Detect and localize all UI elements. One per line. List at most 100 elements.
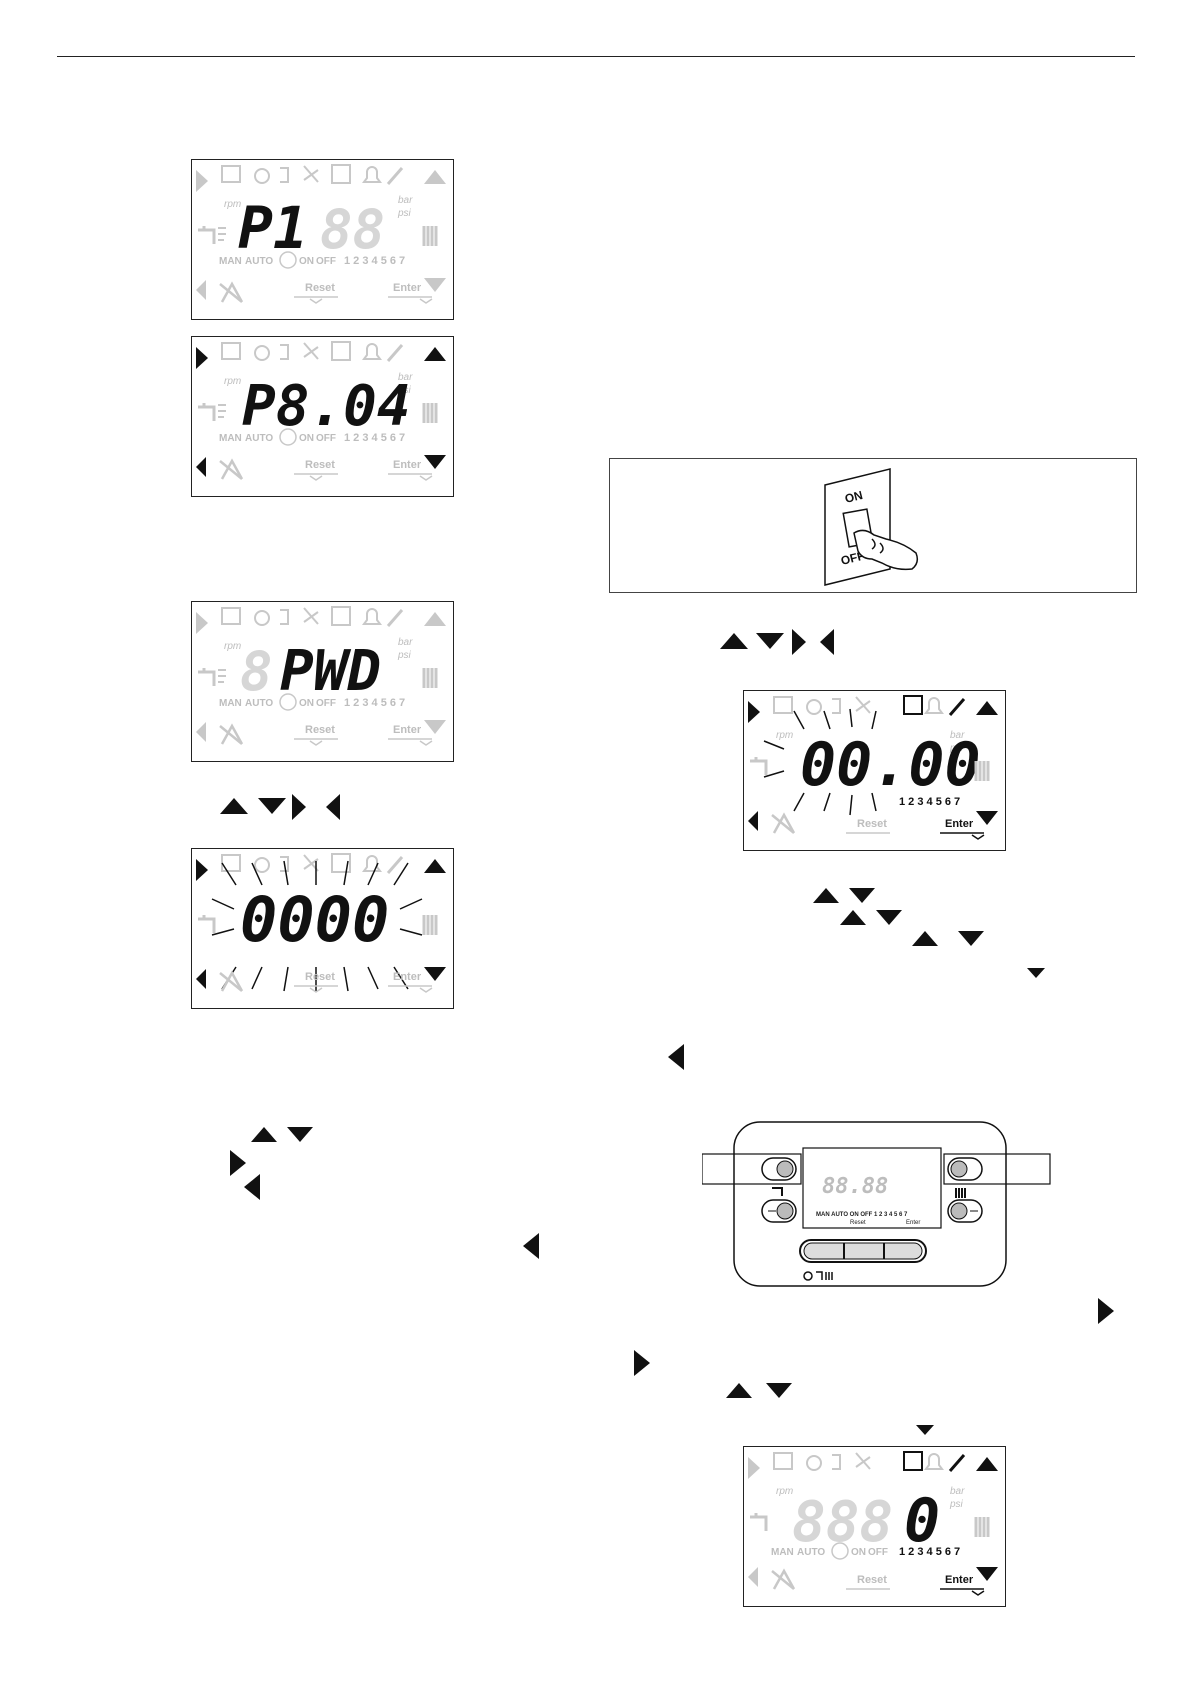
svg-text:MAN: MAN (219, 698, 242, 709)
svg-text:bar: bar (398, 195, 413, 206)
tap-icon (198, 668, 226, 686)
down-arrow-icon (424, 967, 446, 981)
svg-text:Reset: Reset (850, 1220, 866, 1226)
main-readout: 0 (904, 1486, 940, 1556)
svg-text:psi: psi (949, 1499, 964, 1510)
no-flame-icon (771, 812, 796, 834)
svg-text:rpm: rpm (776, 730, 793, 741)
main-readout: 00.00 (800, 730, 981, 800)
right-arrow-icon (292, 794, 306, 820)
lcd-display-pwd: rpm bar psi 8 PWD MAN AUTO ON OFF 1 2 3 … (191, 601, 454, 762)
left-arrow-inline (242, 1172, 262, 1202)
down-arrow-icon (424, 278, 446, 292)
svg-text:AUTO: AUTO (245, 256, 273, 267)
dhw-plus-button[interactable] (761, 1157, 797, 1181)
svg-text:AUTO: AUTO (245, 698, 273, 709)
up-arrow-icon (813, 888, 839, 903)
svg-text:ON: ON (299, 256, 314, 267)
left-arrow-icon (244, 1174, 260, 1200)
radiator-icon (422, 915, 438, 935)
svg-text:Enter: Enter (393, 459, 422, 471)
down-arrow-icon (916, 1425, 934, 1435)
main-readout: PWD (280, 639, 381, 704)
svg-text:psi: psi (397, 385, 412, 396)
radiator-icon (974, 1517, 990, 1537)
radiator-icon (422, 226, 438, 246)
radiator-icon (974, 761, 990, 781)
svg-text:Enter: Enter (393, 724, 422, 736)
svg-text:ON: ON (299, 698, 314, 709)
down-arrow-inline-right-2 (914, 1423, 936, 1437)
svg-text:MAN: MAN (219, 256, 242, 267)
navigation-arrows-group (220, 790, 350, 824)
tap-icon (772, 1187, 783, 1196)
up-down-arrows-inline-right-2 (840, 907, 906, 929)
up-arrow-icon (976, 701, 998, 715)
up-down-arrows-inline-right-4 (726, 1380, 796, 1402)
mode-icons (803, 1271, 833, 1281)
svg-text:MAN: MAN (771, 1547, 794, 1558)
down-arrow-icon (976, 1567, 998, 1581)
up-arrow-icon (251, 1127, 277, 1142)
radiator-icon (422, 403, 438, 423)
left-arrow-icon (820, 629, 834, 655)
svg-text:OFF: OFF (316, 698, 336, 709)
svg-text:rpm: rpm (224, 376, 241, 387)
svg-text:OFF: OFF (316, 433, 336, 444)
power-switch-illustration: ON OFF (609, 458, 1137, 593)
svg-text:MAN AUTO ON OFF 1 2 3 4 5 6 7: MAN AUTO ON OFF 1 2 3 4 5 6 7 (816, 1212, 908, 1218)
left-arrow-icon (196, 457, 206, 477)
status-icons-row (773, 1451, 966, 1472)
tap-icon (750, 1513, 768, 1531)
svg-text:MAN: MAN (219, 433, 242, 444)
enter-label: Enter (945, 1574, 974, 1586)
svg-text:rpm: rpm (224, 199, 241, 210)
status-icons-row (221, 606, 404, 627)
tap-icon (750, 757, 768, 775)
left-arrow-icon (326, 794, 340, 820)
up-arrow-icon (726, 1383, 752, 1398)
switch-on-label: ON (843, 488, 864, 506)
down-arrow-icon (1027, 968, 1045, 978)
boiler-control-panel: 88.88 MAN AUTO ON OFF 1 2 3 4 5 6 7 Rese… (701, 1118, 1052, 1290)
dhw-minus-button[interactable] (761, 1199, 797, 1223)
right-arrow-icon (792, 629, 806, 655)
svg-text:Enter: Enter (393, 282, 422, 294)
svg-text:bar: bar (950, 1486, 965, 1497)
right-arrow-inline-right-2 (632, 1348, 652, 1378)
left-arrow-icon (748, 811, 758, 831)
up-arrow-icon (912, 931, 938, 946)
no-flame-icon (219, 970, 244, 992)
hand-icon (853, 529, 919, 571)
lcd-display-code-blink: 0000 Reset Enter (191, 848, 454, 1009)
up-arrow-icon (840, 910, 866, 925)
up-arrow-icon (424, 859, 446, 873)
no-flame-icon (771, 1568, 796, 1590)
svg-text:rpm: rpm (776, 1486, 793, 1497)
left-arrow-icon (196, 280, 206, 300)
up-arrow-icon (424, 170, 446, 184)
right-arrow-icon (634, 1350, 650, 1376)
svg-text:Enter: Enter (906, 1220, 920, 1226)
right-arrow-icon (196, 859, 208, 881)
svg-text:1 2 3 4 5 6 7: 1 2 3 4 5 6 7 (344, 697, 405, 709)
left-arrow-icon (748, 1567, 758, 1587)
right-arrow-icon (1098, 1298, 1114, 1324)
down-arrow-inline-right (1025, 966, 1047, 980)
svg-text:Reset: Reset (305, 282, 335, 294)
svg-text:OFF: OFF (316, 256, 336, 267)
ch-minus-button[interactable] (947, 1199, 983, 1223)
ch-plus-button[interactable] (947, 1157, 983, 1181)
left-arrow-icon (668, 1044, 684, 1070)
days-row: 1 2 3 4 5 6 7 (899, 796, 960, 808)
down-arrow-icon (258, 798, 286, 814)
no-flame-icon (219, 458, 244, 480)
mode-selector-button[interactable] (799, 1239, 927, 1263)
enter-label: Enter (945, 818, 974, 830)
down-arrow-icon (849, 888, 875, 903)
svg-text:88.88: 88.88 (822, 1174, 888, 1199)
radiator-icon (955, 1188, 966, 1198)
svg-text:Reset: Reset (305, 459, 335, 471)
no-flame-icon (219, 723, 244, 745)
svg-text:888: 888 (792, 1490, 893, 1555)
